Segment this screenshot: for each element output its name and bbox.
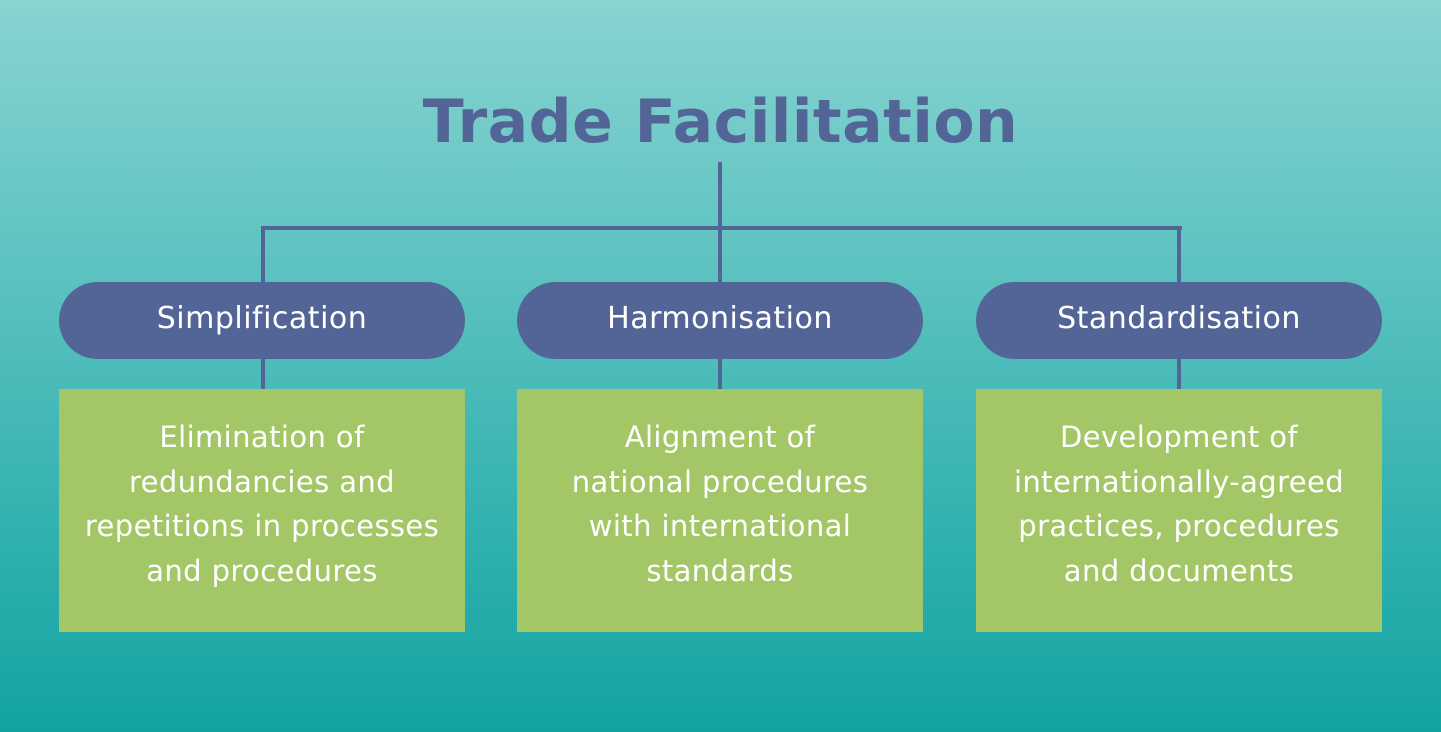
- diagram-title: Trade Facilitation: [422, 87, 1019, 157]
- left-branch-connector: [261, 226, 265, 282]
- description-line: practices, procedures: [1018, 509, 1340, 543]
- standardisation-node: Standardisation: [976, 282, 1382, 359]
- harmonisation-label: Harmonisation: [607, 301, 833, 336]
- simplification-node: Simplification: [59, 282, 465, 359]
- description-line: and documents: [1063, 553, 1295, 588]
- harmonisation-description: Alignment of national procedures with in…: [517, 389, 923, 632]
- standardisation-description: Development of internationally-agreed pr…: [976, 389, 1382, 632]
- simplification-description: Elimination of redundancies and repetiti…: [59, 389, 465, 632]
- simplification-label: Simplification: [156, 301, 368, 336]
- right-box-connector: [1177, 359, 1181, 389]
- description-line: Alignment of: [624, 420, 816, 454]
- harmonisation-node: Harmonisation: [517, 282, 923, 359]
- description-line: standards: [646, 553, 794, 588]
- left-box-connector: [261, 359, 265, 389]
- description-line: and procedures: [146, 553, 378, 588]
- right-branch-connector: [1177, 226, 1181, 282]
- title-connector: [718, 162, 722, 282]
- horizontal-connector: [261, 226, 1182, 230]
- description-line: with international: [588, 509, 852, 543]
- standardisation-label: Standardisation: [1057, 301, 1301, 336]
- description-line: internationally-agreed: [1013, 464, 1345, 499]
- description-line: Elimination of: [159, 420, 365, 454]
- center-box-connector: [718, 359, 722, 389]
- description-line: redundancies and: [129, 464, 395, 499]
- description-line: national procedures: [571, 464, 869, 499]
- description-line: Development of: [1060, 420, 1298, 454]
- description-line: repetitions in processes: [84, 509, 440, 543]
